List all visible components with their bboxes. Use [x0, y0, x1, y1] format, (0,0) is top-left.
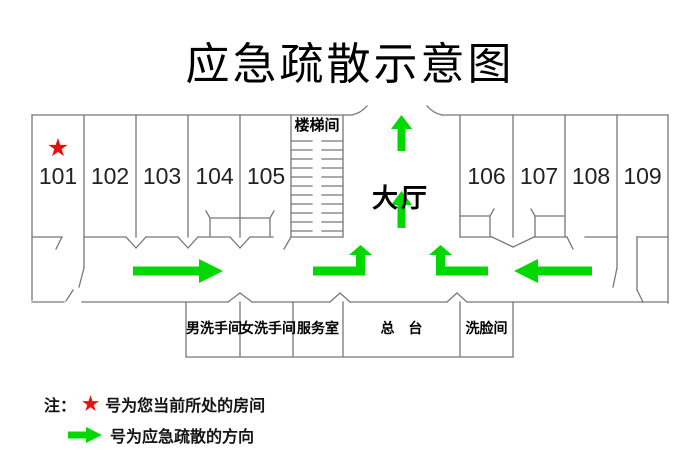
walls [31, 105, 669, 358]
legend-current-room: 注： ★ 号为您当前所处的房间 [44, 392, 265, 416]
legend-evacuation-direction: 号为应急疏散的方向 [68, 423, 254, 447]
evacuation-arrow-up-exit [391, 115, 412, 151]
room-102-label: 102 [90, 163, 130, 189]
evacuation-arrow-up-lobby [391, 191, 412, 228]
legend-star-icon: ★ [82, 393, 100, 415]
evacuation-arrow-right-corridor [133, 259, 223, 283]
washroom-label: 洗脸间 [465, 320, 508, 336]
room-105-label: 105 [246, 163, 286, 189]
legend-arrow-text: 号为应急疏散的方向 [110, 429, 255, 446]
womens-restroom-label: 女洗手间 [240, 320, 296, 336]
legend-note-prefix: 注： [44, 398, 77, 415]
room-107-label: 107 [519, 163, 559, 189]
room-108-label: 108 [571, 163, 611, 189]
stairs [290, 140, 344, 232]
current-location-star-icon: ★ [46, 134, 70, 162]
legend-star-text: 号为您当前所处的房间 [105, 398, 266, 415]
service-room-label: 服务室 [297, 320, 339, 336]
door-swing-marks [55, 236, 644, 303]
furniture [205, 208, 566, 237]
evacuation-arrow-elbow-right-up [313, 245, 372, 276]
evacuation-arrow-elbow-left-up [429, 245, 488, 276]
evacuation-arrows [133, 115, 592, 283]
room-106-label: 106 [467, 163, 506, 189]
room-101-label: 101 [38, 163, 78, 189]
room-103-label: 103 [142, 163, 182, 189]
legend-green-arrow-icon [68, 427, 102, 443]
room-109-label: 109 [623, 163, 662, 189]
stairwell-label: 楼梯间 [294, 117, 340, 134]
mens-restroom-label: 男洗手间 [186, 320, 242, 336]
room-104-label: 104 [195, 163, 234, 189]
evacuation-arrow-left-corridor [514, 259, 592, 283]
front-desk-label: 总 台 [380, 320, 423, 336]
page-title: 应急疏散示意图 [185, 40, 515, 89]
lobby-label: 大厅 [371, 183, 430, 213]
